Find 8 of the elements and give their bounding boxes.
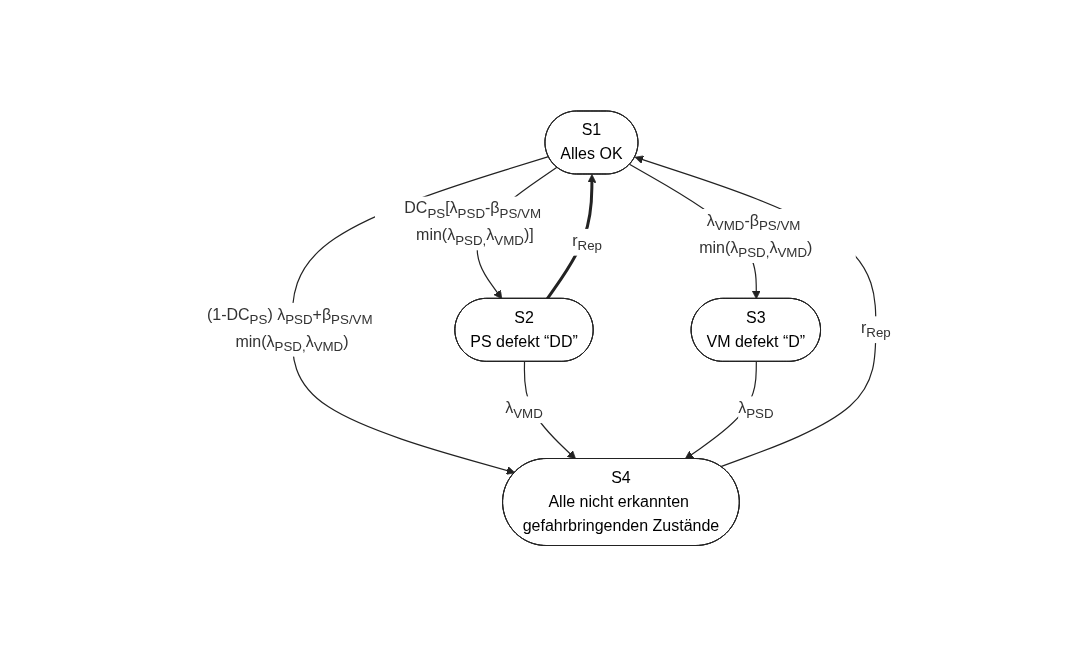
edge-label: λ$_{VMD}$: [504, 399, 543, 421]
edge-label: λ$_{PSD}$: [737, 399, 774, 421]
edge-label: λ$_{VMD}$-β$_{PS/VM}$ min(λ$_{PSD}$$_{,}$λ$_{VMD}$): [698, 212, 813, 261]
edge-label: r$_{Rep}$: [571, 231, 602, 254]
arrow: [291, 156, 549, 475]
edge-label: DC$_{PS}$[λ$_{PSD}$-β$_{PS/VM}$ min(λ$_{PSD}$$_{,}$λ$_{VMD}$)]: [403, 199, 541, 249]
edge-label: r$_{Rep}$: [860, 319, 891, 341]
edge-label: (1-DC$_{PS}$) λ$_{PSD}$+β$_{PS/VM}$ min(λ$_{PSD}$$_{,}$λ$_{VMD}$): [206, 305, 373, 355]
